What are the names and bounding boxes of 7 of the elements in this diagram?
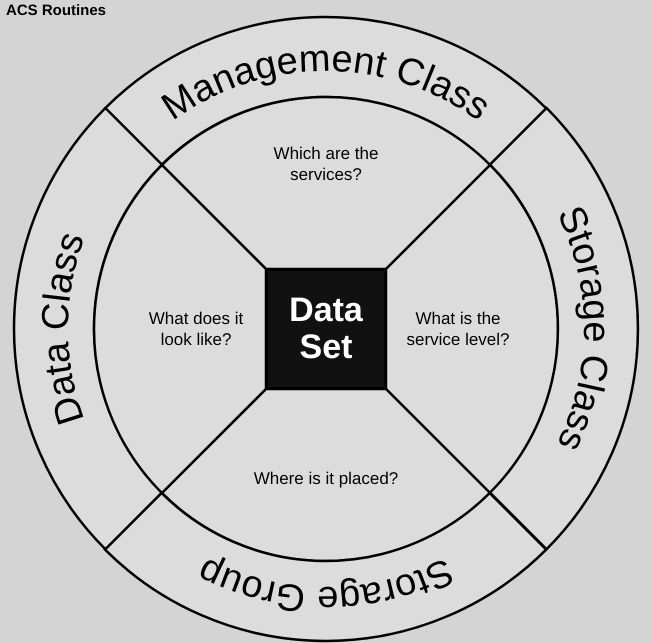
ring-label: Storage Group (192, 549, 460, 620)
center-label: Data Set (288, 292, 364, 366)
center-box (266, 269, 386, 389)
question-text: Where is it placed? (252, 468, 400, 490)
question-text: Which are the services? (272, 143, 380, 186)
question-text: What does it look like? (148, 308, 244, 350)
question-text: What is the service level? (406, 308, 510, 350)
